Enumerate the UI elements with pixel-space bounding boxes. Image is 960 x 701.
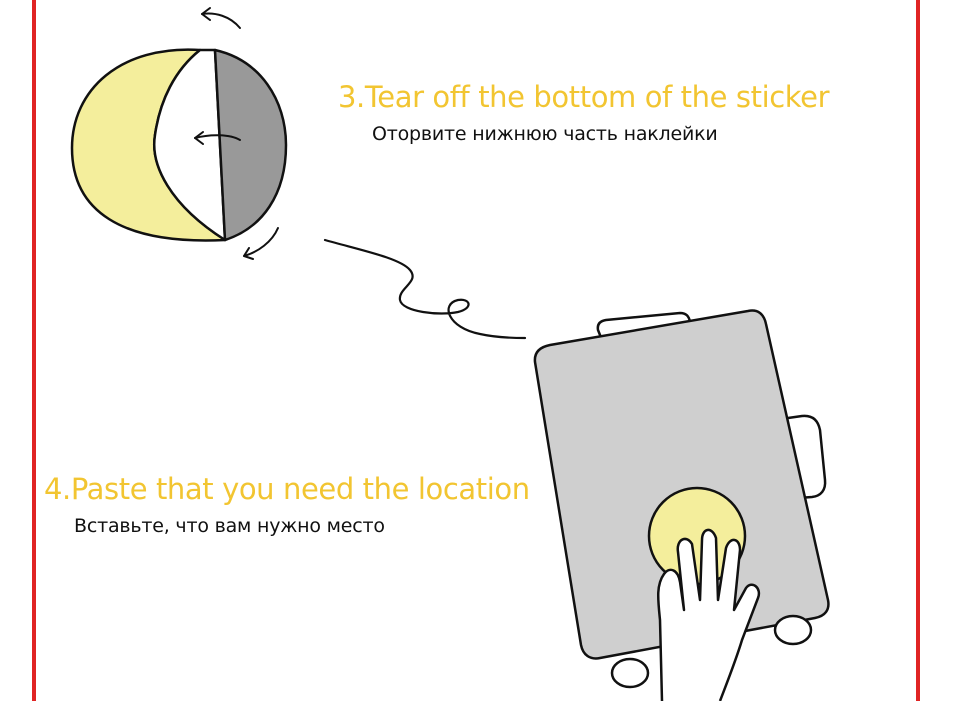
hand-press-icon — [657, 528, 761, 701]
suitcase-wheel — [610, 657, 650, 689]
frame-border-right — [916, 0, 920, 701]
suitcase-body — [533, 309, 830, 660]
step-3-title: 3.Tear off the bottom of the sticker — [338, 80, 830, 114]
connector-squiggle — [323, 238, 527, 340]
suitcase-wheel — [773, 614, 813, 646]
round-sticker-peel-icon — [70, 48, 288, 242]
step-3-subtitle: Оторвите нижнюю часть наклейки — [372, 123, 718, 145]
suitcase-icon — [533, 309, 830, 689]
step-4-subtitle: Вставьте, что вам нужно место — [74, 515, 385, 537]
curved-arrow-icon — [194, 7, 279, 260]
sticker-peeled-white — [153, 48, 227, 242]
sticker-surface-gray — [213, 48, 288, 242]
frame-border-left — [32, 0, 36, 701]
step-4-title: 4.Paste that you need the location — [44, 472, 530, 506]
